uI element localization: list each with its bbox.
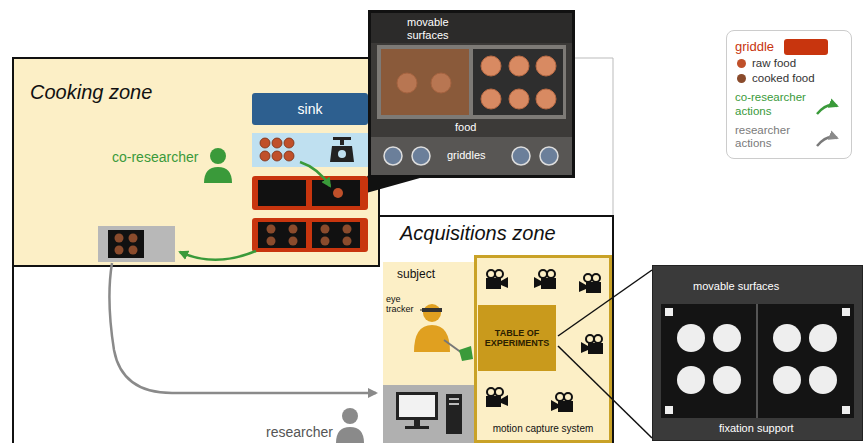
raw-food: [260, 138, 294, 161]
co-researcher-action: [180, 251, 256, 260]
legend-row: griddle: [735, 39, 843, 55]
node-text: TABLE OF EXPERIMENTS: [478, 305, 556, 371]
table-photo: [653, 266, 862, 440]
node-text: food: [455, 121, 476, 134]
co-researcher-icon: [204, 148, 232, 183]
legend-swatch: [737, 74, 746, 83]
node-text: movable surfaces: [693, 280, 779, 293]
camera-icon: [579, 274, 601, 293]
node-text: movable surfaces: [407, 16, 471, 41]
movable-surface: [312, 222, 360, 248]
movable-surface: [258, 222, 306, 248]
griddle: [252, 176, 368, 210]
legend-text: researcher actions: [735, 124, 815, 150]
motion-capture-area: motion capture system TABLE OF EXPERIMENT…: [474, 255, 612, 443]
movable-surface: [108, 230, 144, 258]
legend-arrow: [815, 128, 841, 150]
raw-food: [333, 188, 343, 198]
workstation: [383, 385, 474, 443]
legend-row: researcher actions: [735, 120, 843, 150]
subject-area: subject eye tracker: [383, 262, 474, 385]
legend-box: griddle raw food cooked food co-researcher …: [726, 30, 852, 159]
legend-swatch: [784, 39, 828, 55]
node-text: fixation support: [719, 422, 794, 435]
weighing-station: [252, 133, 368, 167]
eye-tracker: [422, 308, 442, 312]
movable-surface: [312, 180, 360, 206]
subject-icon: [414, 304, 450, 352]
co-researcher-action: [300, 162, 330, 186]
tool-head: [459, 346, 473, 361]
node-text: Acquisitions zone: [400, 222, 556, 245]
acquisitions-zone: Acquisitions zone subject eye tracker: [380, 215, 614, 443]
node-text: eye tracker: [386, 294, 424, 315]
camera-icon: [551, 393, 573, 412]
scale-icon: [330, 137, 354, 162]
camera-icon: [581, 335, 603, 354]
frame-line: [12, 265, 14, 443]
movable-surface: [258, 180, 306, 206]
computer-tower: [446, 394, 462, 434]
frame-line: [613, 58, 614, 215]
node-text: griddles: [447, 149, 486, 162]
camera-icon: [486, 270, 508, 289]
legend-text: raw food: [752, 57, 796, 70]
researcher-action: [109, 263, 376, 393]
node-text: sink: [252, 93, 368, 125]
researcher-icon: [336, 408, 364, 443]
legend-row: co-researcher actions: [735, 87, 843, 117]
actor-label: researcher: [266, 424, 333, 440]
legend-row: raw food: [735, 57, 843, 70]
monitor-icon: [396, 392, 438, 420]
node-text: Cooking zone: [30, 81, 152, 104]
legend-text: griddle: [735, 40, 774, 55]
griddle-photo-inset: movable surfaces food griddles: [368, 10, 575, 178]
legend-swatch: [737, 59, 746, 68]
cooked-food: [267, 225, 352, 246]
legend-arrow: [815, 96, 841, 118]
experiment-table: TABLE OF EXPERIMENTS: [478, 305, 556, 371]
table-photo-inset: movable surfaces fixation support: [652, 265, 863, 441]
griddle: [252, 218, 368, 252]
camera-icon: [486, 388, 508, 407]
node-text: motion capture system: [477, 423, 609, 435]
node-text: subject: [397, 268, 435, 282]
camera-icon: [534, 270, 556, 289]
legend-text: cooked food: [752, 72, 815, 85]
legend-text: co-researcher actions: [735, 91, 815, 117]
actor-label: co-researcher: [112, 149, 198, 165]
callout-line: [558, 270, 652, 336]
legend-row: cooked food: [735, 72, 843, 85]
cooked-food: [115, 234, 138, 255]
transport-tray: [98, 226, 175, 262]
sink-box: sink: [252, 93, 368, 125]
